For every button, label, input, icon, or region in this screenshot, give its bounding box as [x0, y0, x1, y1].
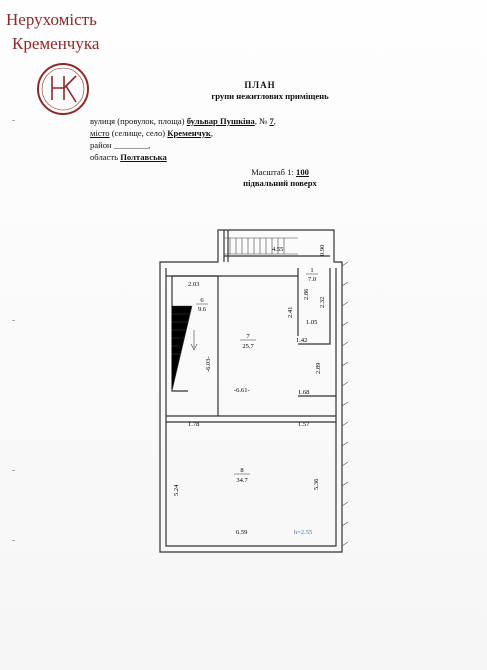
dim-455: 4.55: [272, 246, 283, 253]
room-6-number: 6: [200, 297, 204, 304]
dim-232: 2.32: [319, 297, 326, 308]
city-value: Кременчук: [167, 128, 211, 138]
room-1-area: 7.0: [308, 276, 316, 283]
district-label: район: [90, 140, 112, 150]
dim-241: 2.41: [287, 307, 294, 318]
dim-168: 1.68: [298, 389, 309, 396]
brand-line-1: Нерухомість: [6, 10, 97, 29]
margin-mark: [12, 320, 15, 321]
plan-title: ПЛАН: [244, 80, 276, 90]
margin-mark: [12, 540, 15, 541]
number-prefix: , №: [254, 116, 268, 126]
room-1-number: 1: [310, 267, 313, 274]
floor-plan-drawing: 1 7.0 6 9.6 7 25.7 8 34.7 4.55 0.90 2.03…: [159, 229, 348, 553]
brand-logo-icon: НК: [37, 63, 89, 115]
ceiling-height: h=2.55: [294, 529, 312, 536]
region-label: область: [90, 152, 119, 162]
room-8-number: 8: [240, 467, 243, 474]
dim-659: 6.59: [236, 529, 247, 536]
address-region-line: область Полтавська: [90, 152, 167, 163]
margin-mark: [12, 470, 15, 471]
dim-661: -6.61-: [234, 387, 250, 394]
dim-536: 5.36: [313, 478, 320, 490]
brand-line-2: Кременчука: [12, 34, 100, 53]
city-prefix-link: місто: [90, 128, 110, 138]
address-city-line: місто (селище, село) Кременчук,: [90, 128, 213, 138]
right-wall-hatch: [341, 261, 348, 547]
city-prefix-rest: (селище, село): [109, 128, 166, 138]
address-street-line: вулиця (провулок, площа) бульвар Пушкіна…: [90, 116, 276, 126]
dim-524: 5.24: [173, 484, 180, 496]
dim-090: 0.90: [319, 245, 326, 256]
floor-label: підвальний поверх: [243, 178, 317, 188]
dim-157: 1.57: [298, 421, 310, 428]
dim-142: 1.42: [296, 337, 307, 344]
watermark-brand: Нерухомість Кременчука: [6, 8, 99, 56]
dim-478: 4.78: [177, 337, 184, 348]
region-value: Полтавська: [120, 152, 167, 162]
address-district-line: район ________,: [90, 140, 150, 151]
scale-line: Масштаб 1: 100: [230, 167, 330, 177]
scale-value: 100: [296, 167, 309, 177]
plan-subtitle: групи нежитлових приміщень: [211, 91, 329, 101]
dim-203: 2.03: [188, 281, 199, 288]
stairs-top: [224, 237, 298, 255]
room-7-number: 7: [246, 333, 250, 340]
dim-178: 1.78: [188, 421, 199, 428]
scale-label: Масштаб 1:: [251, 167, 294, 177]
district-value: ________,: [113, 140, 151, 150]
stairs-left: [171, 305, 198, 392]
room-8-area: 34.7: [236, 477, 248, 484]
number-value: 7: [269, 116, 274, 126]
dim-286: 2.86: [303, 288, 310, 300]
room-7-area: 25.7: [242, 343, 254, 350]
margin-mark: [12, 120, 15, 121]
dim-289: 2.89: [315, 363, 322, 374]
dim-603: -6.03-: [205, 356, 212, 372]
street-value: бульвар Пушкіна: [186, 116, 255, 126]
street-prefix: вулиця (провулок, площа): [90, 116, 185, 126]
room-6-area: 9.6: [198, 306, 207, 313]
dim-105: 1.05: [306, 319, 317, 326]
